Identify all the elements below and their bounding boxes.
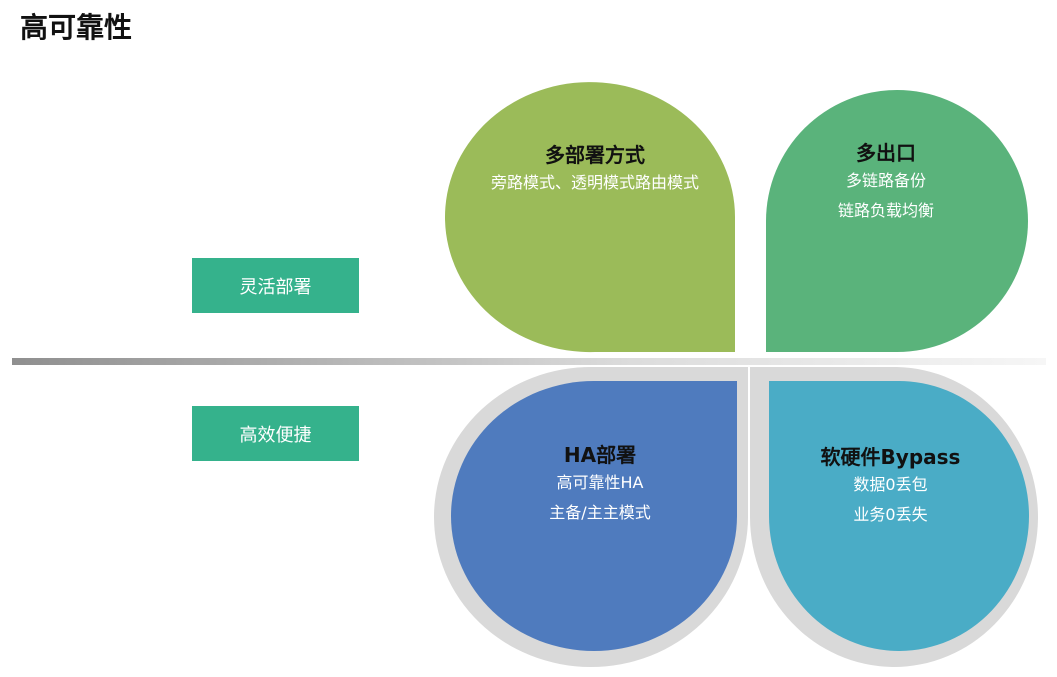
- lobe-line: 高可靠性HA: [556, 473, 644, 492]
- label-flexible-deployment: 灵活部署: [192, 258, 359, 313]
- label-efficient-convenient: 高效便捷: [192, 406, 359, 461]
- lobe-line: 数据0丢包: [853, 475, 928, 494]
- lobe-title: 多部署方式: [545, 143, 645, 167]
- lobe-bypass: 软硬件Bypass 数据0丢包 业务0丢失: [768, 444, 1013, 530]
- lobe-title: HA部署: [563, 443, 637, 467]
- lobe-multi-exit: 多出口 多链路备份 链路负载均衡: [766, 140, 1006, 226]
- lobe-line: 旁路模式、透明模式路由模式: [490, 173, 699, 192]
- lobe-line: 业务0丢失: [853, 505, 928, 524]
- horizontal-divider: [12, 358, 1046, 365]
- lobe-line: 多链路备份: [845, 171, 926, 190]
- lobe-shape-ha: [451, 381, 737, 651]
- lobe-shape-multi-exit: [766, 90, 1028, 352]
- lobe-line: 主备/主主模式: [549, 503, 651, 522]
- lobe-shape-bypass: [769, 380, 1030, 651]
- lobe-title: 软硬件Bypass: [820, 445, 961, 469]
- lobe-ha-deployment: HA部署 高可靠性HA 主备/主主模式: [455, 442, 745, 528]
- page-title: 高可靠性: [20, 11, 133, 44]
- lobe-deployment-modes: 多部署方式 旁路模式、透明模式路由模式: [455, 142, 735, 198]
- lobe-title: 多出口: [856, 141, 916, 165]
- lobe-shape-deployment: [444, 82, 735, 353]
- lobe-line: 链路负载均衡: [837, 201, 934, 220]
